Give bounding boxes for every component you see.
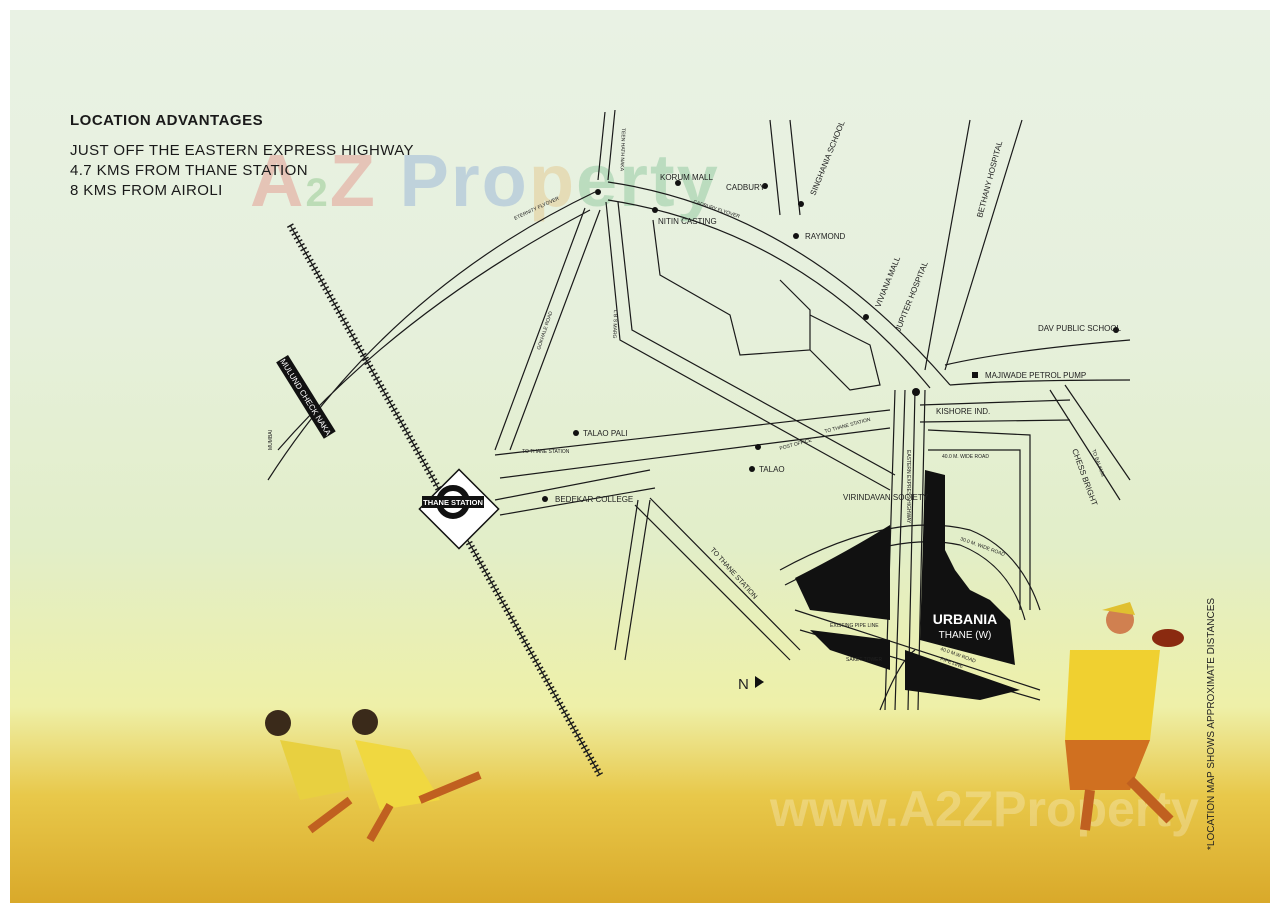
watermark-bottom: www.A2ZProperty — [770, 781, 1199, 837]
landmark-label: CADBURY — [726, 183, 766, 192]
advantage-item: 8 KMS FROM AIROLI — [70, 182, 223, 199]
disclaimer: *LOCATION MAP SHOWS APPROXIMATE DISTANCE… — [1206, 597, 1217, 850]
road-label: L B S MARG — [611, 310, 618, 339]
kids-illustration — [265, 709, 482, 842]
location-advantages: LOCATION ADVANTAGES JUST OFF THE EASTERN… — [70, 112, 414, 201]
landmark-label: SINGHANIA SCHOOL — [809, 119, 847, 197]
landmark-label: MAJIWADE PETROL PUMP — [985, 371, 1086, 380]
landmark-label: JUPITER HOSPITAL — [894, 260, 930, 333]
road-label: MUMBAI — [268, 430, 274, 450]
project-name: URBANIA — [933, 611, 998, 627]
road-label: 40.0 M. WIDE ROAD — [942, 454, 989, 460]
road-label: SAKET TOWER — [846, 657, 883, 663]
landmark-label: KORUM MALL — [660, 173, 713, 182]
road-label: EXISTING PIPE LINE — [830, 623, 879, 629]
man-illustration — [1065, 602, 1184, 831]
landmark-label: TALAO — [759, 465, 785, 474]
landmark-label: RAYMOND — [805, 232, 846, 241]
road-label: TEEN HATH NAKA — [618, 128, 626, 172]
road-label: TO THANE STATION — [824, 417, 872, 435]
landmark-label: NITIN CASTING — [658, 217, 717, 226]
watermark: A2Z Property — [250, 139, 720, 222]
advantage-item: JUST OFF THE EASTERN EXPRESS HIGHWAY — [70, 142, 414, 159]
north-indicator: N — [738, 676, 764, 693]
north-arrow-icon — [755, 676, 764, 688]
road-label: TO THANE STATION — [709, 547, 759, 601]
station-label: THANE STATION — [423, 498, 483, 507]
road-label: ETERNITY FLYOVER — [513, 196, 560, 222]
road-label: TO THANE STATION — [522, 449, 570, 455]
project-land — [795, 470, 1020, 700]
road-map: THANE STATION MULUND CHECK NAKA KORUM MA… — [265, 109, 1184, 842]
landmark-label: BEDEKAR COLLEGE — [555, 495, 633, 504]
advantage-item: 4.7 KMS FROM THANE STATION — [70, 162, 308, 179]
landmark-label: KISHORE IND. — [936, 407, 990, 416]
landmark-label: DAV PUBLIC SCHOOL — [1038, 324, 1122, 333]
advantages-title: LOCATION ADVANTAGES — [70, 112, 264, 129]
landmark-label: VIRINDAVAN SOCIETY — [843, 493, 929, 502]
station-marker[interactable]: THANE STATION — [418, 468, 500, 550]
landmark-label: BETHANY HOSPITAL — [975, 140, 1004, 219]
landmark-label: TALAO PALI — [583, 429, 628, 438]
project-label[interactable]: URBANIA THANE (W) — [933, 611, 998, 641]
north-label: N — [738, 676, 749, 693]
road-label: EASTERN EXPRESS HIGHWAY — [905, 450, 911, 524]
road-label: TO BALKUM — [1090, 449, 1105, 478]
landmark-label: VIVIANA MALL — [874, 255, 903, 309]
landmark-dots — [542, 180, 1119, 502]
location-map-page: A2Z Property www.A2ZProperty LOCATION AD… — [10, 10, 1270, 903]
project-sub: THANE (W) — [939, 630, 992, 641]
